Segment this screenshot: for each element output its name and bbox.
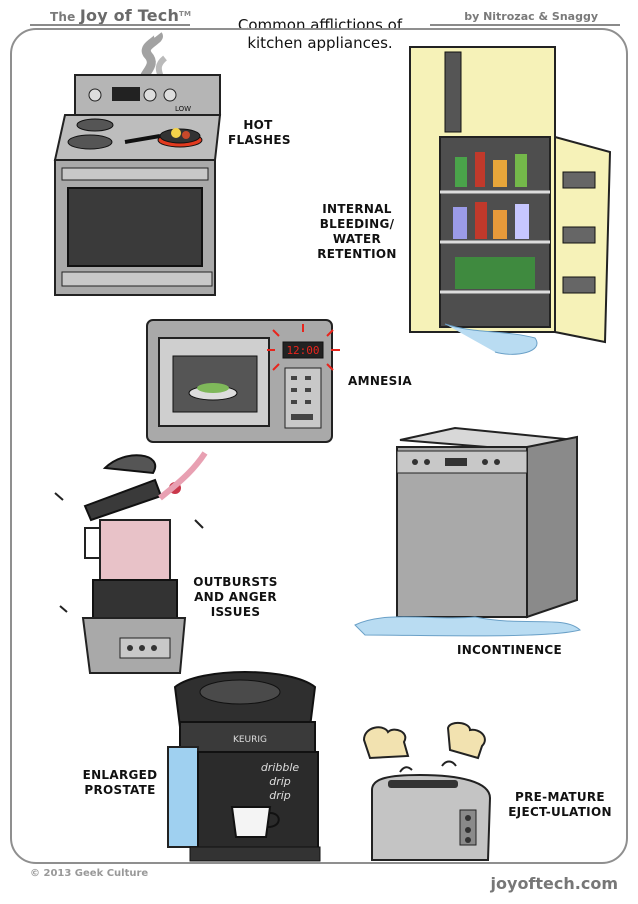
brand-logo: The Joy of TechTM [50,6,191,25]
dishwasher-caption: INCONTINENCE [456,643,563,657]
comic-title-line2: kitchen appliances. [247,34,393,52]
stove-caption-line2: FLASHES [228,133,291,147]
copyright-notice: © 2013 Geek Culture [30,868,149,879]
blender-caption: OUTBURSTS AND ANGER ISSUES [188,575,283,620]
coffee-maker-illustration: KEURIG dribble drip drip [167,671,321,862]
blender-caption-line2: AND ANGER [194,590,277,604]
coffee-drip-text-1: dribble [261,761,300,774]
dishwasher-illustration [354,426,581,637]
coffee-maker-caption-line1: ENLARGED [82,768,158,782]
microwave-clock-display: 12:00 [286,344,319,357]
brand-prefix: The [50,10,76,24]
header-rule-left [30,24,190,26]
stove-caption-line1: HOT [243,118,273,132]
site-link[interactable]: joyoftech.com [490,874,618,893]
coffee-drip-text-3: drip [269,789,291,802]
microwave-caption: AMNESIA [348,374,412,388]
toaster-caption: PRE-MATURE EJECT-ULATION [500,790,620,820]
coffee-maker-caption: ENLARGED PROSTATE [80,768,160,798]
blender-illustration [54,451,208,674]
authors-credit: by Nitrozac & Snaggy [464,10,598,23]
stove-caption: HOT FLASHES [228,118,291,148]
stove-knob-label: LOW [175,105,191,113]
microwave-illustration: 12:00 [146,319,340,443]
blender-caption-line3: ISSUES [210,605,261,619]
brand-trademark: TM [179,10,192,18]
toaster-caption-line1: PRE-MATURE [515,790,605,804]
fridge-illustration [409,46,612,355]
header-rule-right [430,24,620,26]
fridge-caption: INTERNAL BLEEDING/ WATER RETENTION [312,202,402,262]
coffee-maker-caption-line2: PROSTATE [84,783,156,797]
fridge-caption-line1: INTERNAL [322,202,392,216]
toaster-illustration [362,722,492,861]
coffee-drip-text-2: drip [269,775,291,788]
toaster-caption-line2: EJECT-ULATION [508,805,612,819]
blender-caption-line1: OUTBURSTS [193,575,278,589]
fridge-caption-line3: WATER [332,232,382,246]
stove-illustration: LOW [53,32,222,296]
brand-name: Joy of Tech [79,6,180,25]
coffee-maker-brand: KEURIG [233,735,267,745]
fridge-caption-line2: BLEEDING/ [319,217,395,231]
fridge-caption-line4: RETENTION [317,247,397,261]
comic-panel [10,28,628,864]
